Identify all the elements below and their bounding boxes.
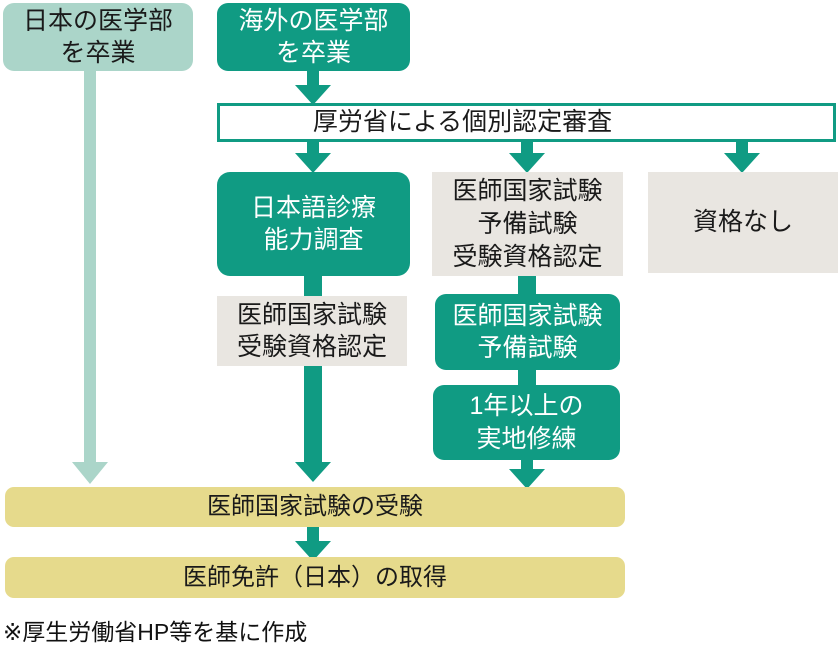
license-box: 医師免許（日本）の取得	[5, 557, 625, 598]
mhlw-review-box: 厚労省による個別認定審査	[217, 103, 836, 142]
graduate-overseas-box: 海外の医学部 を卒業	[217, 3, 410, 71]
no-qualification-label: 資格なし	[692, 208, 793, 237]
arrow-survey-to-national-exam-head	[295, 462, 331, 482]
exam-eligibility-box: 医師国家試験 受験資格認定	[217, 296, 407, 366]
arrow-exam-to-license-head	[295, 541, 331, 561]
arrow-overseas-to-review-line	[307, 70, 319, 86]
arrow-exam-to-license-line	[307, 526, 319, 542]
prelim-exam-box: 医師国家試験 予備試験	[435, 294, 620, 370]
graduate-overseas-label: 海外の医学部 を卒業	[238, 6, 389, 68]
connector-eligibility-to-prelim-exam	[518, 275, 536, 296]
japanese-clinical-survey-box: 日本語診療 能力調査	[217, 172, 410, 276]
arrow-review-to-prelim-eligibility-head	[509, 153, 545, 173]
arrow-overseas-to-review-head	[295, 85, 331, 105]
no-qualification-box: 資格なし	[648, 172, 838, 273]
connector-prelim-exam-to-training	[518, 369, 536, 387]
arrow-review-to-no-qualification-head	[724, 153, 760, 173]
practical-training-box: 1年以上の 実地修練	[433, 385, 620, 460]
license-label: 医師免許（日本）の取得	[183, 563, 447, 591]
arrow-review-to-prelim-eligibility-line	[521, 141, 533, 154]
national-exam-label: 医師国家試験の受験	[207, 493, 423, 521]
arrow-training-to-national-exam-line	[521, 459, 533, 470]
prelim-exam-eligibility-label: 医師国家試験 予備試験 受験資格認定	[452, 176, 603, 271]
source-footnote: ※厚生労働省HP等を基に作成	[3, 619, 308, 645]
graduate-japan-label: 日本の医学部 を卒業	[22, 6, 173, 68]
prelim-exam-eligibility-box: 医師国家試験 予備試験 受験資格認定	[432, 172, 623, 276]
arrow-review-to-survey-head	[295, 153, 331, 173]
arrow-review-to-no-qualification-line	[736, 141, 748, 154]
prelim-exam-label: 医師国家試験 予備試験	[452, 301, 603, 363]
practical-training-label: 1年以上の 実地修練	[469, 392, 584, 453]
japanese-clinical-survey-label: 日本語診療 能力調査	[250, 193, 376, 255]
arrow-japan-grad-to-national-exam-line	[84, 70, 96, 463]
national-exam-box: 医師国家試験の受験	[5, 487, 625, 527]
graduate-japan-box: 日本の医学部 を卒業	[3, 3, 193, 71]
arrow-review-to-survey-line	[307, 141, 319, 154]
exam-eligibility-label: 医師国家試験 受験資格認定	[236, 300, 387, 362]
arrow-training-to-national-exam-head	[509, 469, 545, 489]
mhlw-review-label: 厚労省による個別認定審査	[312, 108, 613, 137]
arrow-japan-grad-to-national-exam-head	[72, 462, 108, 484]
